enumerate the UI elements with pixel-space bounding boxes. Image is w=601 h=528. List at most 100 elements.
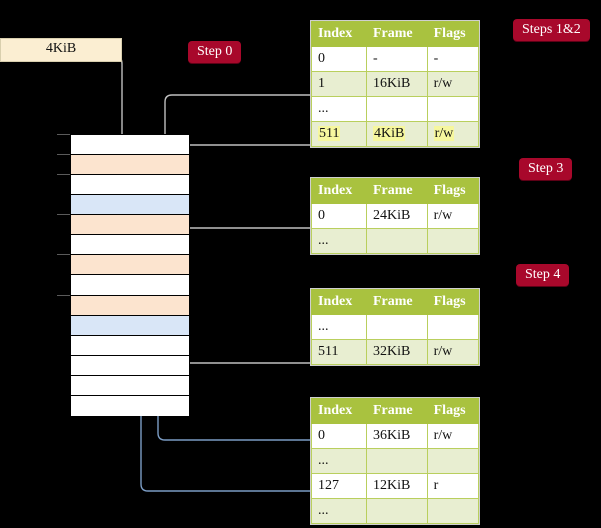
step-pill-label: Step 0 [197, 44, 233, 59]
table-row: ... [311, 96, 480, 122]
memory-tick [57, 174, 70, 176]
table-cell: 12KiB [366, 473, 428, 499]
table-cell [426, 498, 480, 524]
step-pill-label: Step 3 [528, 161, 564, 176]
column-header-index: Index [311, 289, 367, 315]
table-row: 0-- [311, 46, 480, 72]
column-header-index: Index [311, 398, 367, 424]
table-cell: 511 [311, 339, 367, 365]
table-cell [366, 314, 428, 340]
column-header-flags: Flags [426, 289, 480, 315]
step-pill-label: Steps 1&2 [522, 22, 581, 37]
wire-step3 [182, 227, 311, 266]
memory-frame-row [71, 255, 189, 276]
table-cell: r/w [426, 203, 480, 229]
table-cell [426, 228, 480, 254]
wire-step4-a [151, 326, 311, 441]
wire-step4-b [134, 208, 311, 492]
table-cell: 36KiB [366, 423, 428, 449]
memory-frame-row [71, 175, 189, 196]
column-header-frame: Frame [366, 178, 428, 204]
table-cell: ... [311, 498, 367, 524]
memory-frame-row [71, 355, 189, 376]
memory-frame-row [71, 275, 189, 296]
memory-frame-row [71, 155, 189, 176]
table-cell: 16KiB [366, 71, 428, 97]
table-cell: r/w [426, 339, 480, 365]
table-row: 511 4KiB r/w [311, 121, 480, 147]
memory-tick [57, 294, 70, 296]
wire-steps12-a [164, 94, 311, 146]
highlighted-value: r/w [433, 126, 455, 141]
column-header-frame: Frame [366, 289, 428, 315]
table-cell [426, 448, 480, 474]
step-pill-step3: Step 3 [519, 158, 573, 180]
column-header-index: Index [311, 178, 367, 204]
table-cell: ... [311, 448, 367, 474]
memory-frame-row [71, 235, 189, 256]
memory-tick [57, 154, 70, 156]
column-header-flags: Flags [426, 398, 480, 424]
memory-frame-row [71, 335, 189, 356]
table-row: ... [311, 498, 480, 524]
virtual-address-label: 4KiB [45, 41, 77, 56]
step-pill-steps12: Steps 1&2 [513, 19, 590, 41]
table-cell: 0 [311, 423, 367, 449]
memory-frame-row [71, 315, 189, 336]
table-cell [366, 96, 428, 122]
step-pill-step0: Step 0 [188, 41, 242, 63]
wire-step0 [116, 55, 129, 146]
table-cell: - [366, 46, 428, 72]
table-cell: r [426, 473, 480, 499]
wire-step3-return [176, 318, 311, 364]
table-row: ... [311, 448, 480, 474]
memory-frame-row [71, 215, 189, 236]
table-cell: r/w [426, 121, 480, 147]
table-cell [426, 314, 480, 340]
highlighted-value: 511 [318, 126, 341, 141]
memory-frame-row [71, 395, 189, 416]
table-cell: r/w [426, 423, 480, 449]
table-cell [366, 448, 428, 474]
highlighted-value: 4KiB [373, 126, 406, 141]
column-header-index: Index [311, 21, 367, 47]
table-cell [366, 498, 428, 524]
table-cell: ... [311, 228, 367, 254]
column-header-frame: Frame [366, 398, 428, 424]
table-cell: ... [311, 314, 367, 340]
physical-memory-column [70, 134, 190, 416]
table-cell: - [426, 46, 480, 72]
table-cell: 127 [311, 473, 367, 499]
table-cell: 0 [311, 46, 367, 72]
column-header-frame: Frame [366, 21, 428, 47]
table-cell: 32KiB [366, 339, 428, 365]
memory-tick [57, 134, 70, 135]
table-cell: 24KiB [366, 203, 428, 229]
memory-tick [57, 254, 70, 256]
step-pill-label: Step 4 [525, 267, 561, 282]
column-header-flags: Flags [426, 21, 480, 47]
table-cell: 511 [311, 121, 367, 147]
virtual-address-box: 4KiB [0, 38, 122, 62]
memory-frame-row [71, 375, 189, 396]
memory-frame-row [71, 135, 189, 156]
table-cell [426, 96, 480, 122]
column-header-flags: Flags [426, 178, 480, 204]
table-row: ... [311, 228, 480, 254]
table-cell: r/w [426, 71, 480, 97]
memory-frame-row [71, 195, 189, 216]
table-cell: 4KiB [366, 121, 428, 147]
step-pill-step4: Step 4 [516, 264, 570, 286]
table-cell: 0 [311, 203, 367, 229]
table-row: ... [311, 314, 480, 340]
